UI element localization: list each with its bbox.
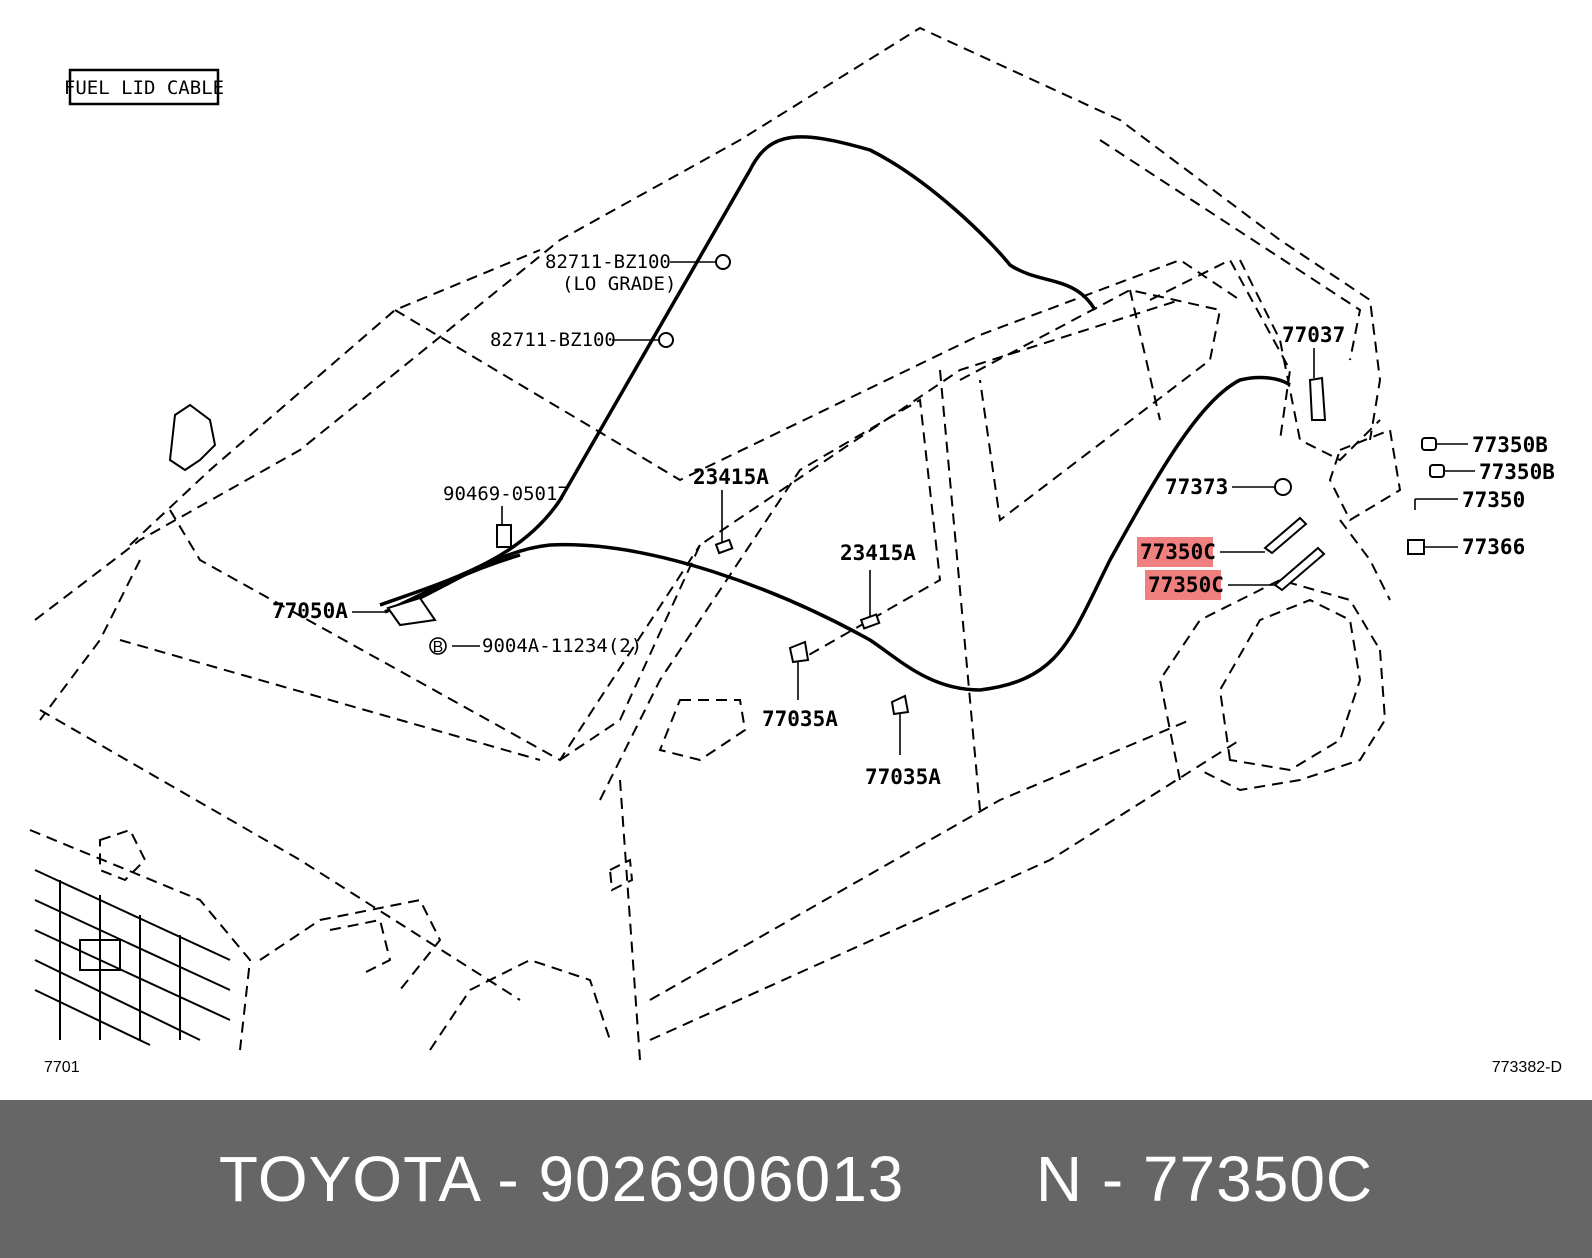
car-body-outline [29,26,1402,1061]
parts-diagram: FUEL LID CABLE [29,26,1562,1076]
part-labels: 82711-BZ100 (LO GRADE) 82711-BZ100 90469… [272,251,1555,789]
bolt-marker-circle [429,637,447,655]
label-90469[interactable]: 90469-05017 [443,483,569,505]
fuel-lid-cables [379,135,1292,692]
footer-part-text: TOYOTA - 9026906013 N - 77350C [218,1143,1374,1215]
highlight-77350c-2 [1145,570,1221,600]
front-grille [34,869,231,1046]
title-text: FUEL LID CABLE [64,77,224,99]
footer-bar: TOYOTA - 9026906013 N - 77350C [0,1100,1592,1258]
highlight-77350c-1 [1137,537,1213,567]
label-77350b-2[interactable]: 77350B [1479,460,1555,484]
label-77350b-1[interactable]: 77350B [1472,433,1548,457]
label-77350[interactable]: 77350 [1462,488,1525,512]
label-9004a[interactable]: 9004A-11234(2) [482,635,642,657]
label-77050a[interactable]: 77050A [272,599,348,623]
label-77350c-1[interactable]: 77350C [1140,540,1216,564]
corner-code-left: 7701 [44,1059,80,1076]
title-box [68,68,220,106]
part-symbols [386,254,1445,716]
label-77373[interactable]: 77373 [1165,475,1228,499]
mirror-left [168,403,217,472]
bolt-marker-text: B [433,639,444,656]
label-23415a-1[interactable]: 23415A [693,465,769,489]
label-77037[interactable]: 77037 [1282,323,1345,347]
label-23415a-2[interactable]: 23415A [840,541,916,565]
leader-lines [352,261,1475,755]
label-82711[interactable]: 82711-BZ100 [490,329,616,351]
label-77366[interactable]: 77366 [1462,535,1525,559]
label-77350c-2[interactable]: 77350C [1148,573,1224,597]
label-lo-grade: (LO GRADE) [562,273,676,295]
label-82711-lo[interactable]: 82711-BZ100 [545,251,671,273]
label-77035a-1[interactable]: 77035A [762,707,838,731]
label-77035a-2[interactable]: 77035A [865,765,941,789]
corner-code-right: 773382-D [1492,1059,1562,1076]
